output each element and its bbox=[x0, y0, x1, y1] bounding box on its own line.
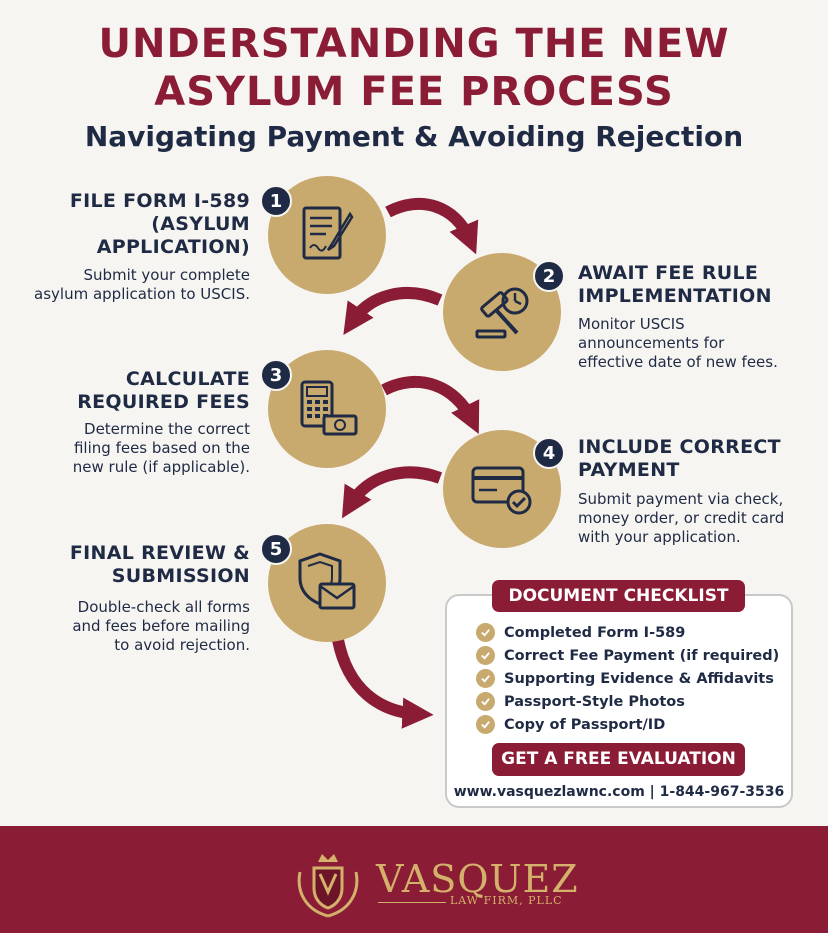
step-2-description: Monitor USCIS announcements for effectiv… bbox=[578, 315, 778, 371]
arrow-2-to-3 bbox=[343, 287, 443, 335]
arrow-4-to-5 bbox=[341, 466, 443, 519]
checklist-item: Correct Fee Payment (if required) bbox=[476, 644, 779, 667]
step-5-title: FINAL REVIEW & SUBMISSION bbox=[69, 542, 250, 587]
credit-card-check-icon bbox=[471, 466, 532, 515]
arrow-3-to-4 bbox=[381, 376, 480, 435]
checklist-item: Passport-Style Photos bbox=[476, 690, 779, 713]
step-4-number-badge: 4 bbox=[533, 437, 565, 469]
brand-divider bbox=[378, 902, 446, 903]
free-evaluation-button[interactable]: GET A FREE EVALUATION bbox=[492, 743, 745, 776]
step-2-number-badge: 2 bbox=[533, 260, 565, 292]
page-title-line-1: UNDERSTANDING THE NEW bbox=[98, 21, 730, 67]
step-5-description: Double-check all forms and fees before m… bbox=[72, 598, 250, 654]
checklist-item: Supporting Evidence & Affidavits bbox=[476, 667, 779, 690]
arrow-5-to-checklist bbox=[332, 638, 434, 729]
law-firm-crest-icon bbox=[297, 854, 359, 918]
step-2-title: AWAIT FEE RULE IMPLEMENTATION bbox=[578, 262, 772, 307]
step-1-title: FILE FORM I-589 (ASYLUM APPLICATION) bbox=[69, 190, 250, 258]
brand-subtitle: LAW FIRM, PLLC bbox=[450, 894, 563, 907]
step-4-title: INCLUDE CORRECT PAYMENT bbox=[578, 436, 781, 481]
step-3-number-badge: 3 bbox=[260, 359, 292, 391]
step-3-description: Determine the correct filing fees based … bbox=[72, 420, 250, 476]
checklist-heading: DOCUMENT CHECKLIST bbox=[492, 580, 745, 612]
check-icon bbox=[476, 715, 495, 734]
step-1-description: Submit your complete asylum application … bbox=[34, 266, 250, 303]
gavel-clock-icon bbox=[475, 287, 529, 339]
step-3-title: CALCULATE REQUIRED FEES bbox=[77, 368, 250, 413]
check-icon bbox=[476, 692, 495, 711]
calculator-money-icon bbox=[300, 380, 358, 436]
shield-envelope-icon bbox=[298, 552, 356, 610]
checklist-items: Completed Form I-589 Correct Fee Payment… bbox=[476, 621, 779, 736]
checklist-item: Completed Form I-589 bbox=[476, 621, 779, 644]
page-subtitle: Navigating Payment & Avoiding Rejection bbox=[84, 120, 744, 153]
arrow-1-to-2 bbox=[385, 198, 479, 255]
check-icon bbox=[476, 623, 495, 642]
checklist-item: Copy of Passport/ID bbox=[476, 713, 779, 736]
brand-name: VASQUEZ bbox=[376, 857, 579, 901]
flow-arrows bbox=[332, 198, 480, 729]
step-5-number-badge: 5 bbox=[260, 533, 292, 565]
document-pen-icon bbox=[302, 206, 354, 260]
footer-bar bbox=[0, 826, 828, 933]
contact-info[interactable]: www.vasquezlawnc.com | 1-844-967-3536 bbox=[453, 784, 785, 800]
check-icon bbox=[476, 646, 495, 665]
check-icon bbox=[476, 669, 495, 688]
step-4-description: Submit payment via check, money order, o… bbox=[578, 490, 785, 546]
page-title-line-2: ASYLUM FEE PROCESS bbox=[154, 69, 674, 115]
step-1-number-badge: 1 bbox=[260, 185, 292, 217]
step-1-circle bbox=[268, 176, 386, 294]
